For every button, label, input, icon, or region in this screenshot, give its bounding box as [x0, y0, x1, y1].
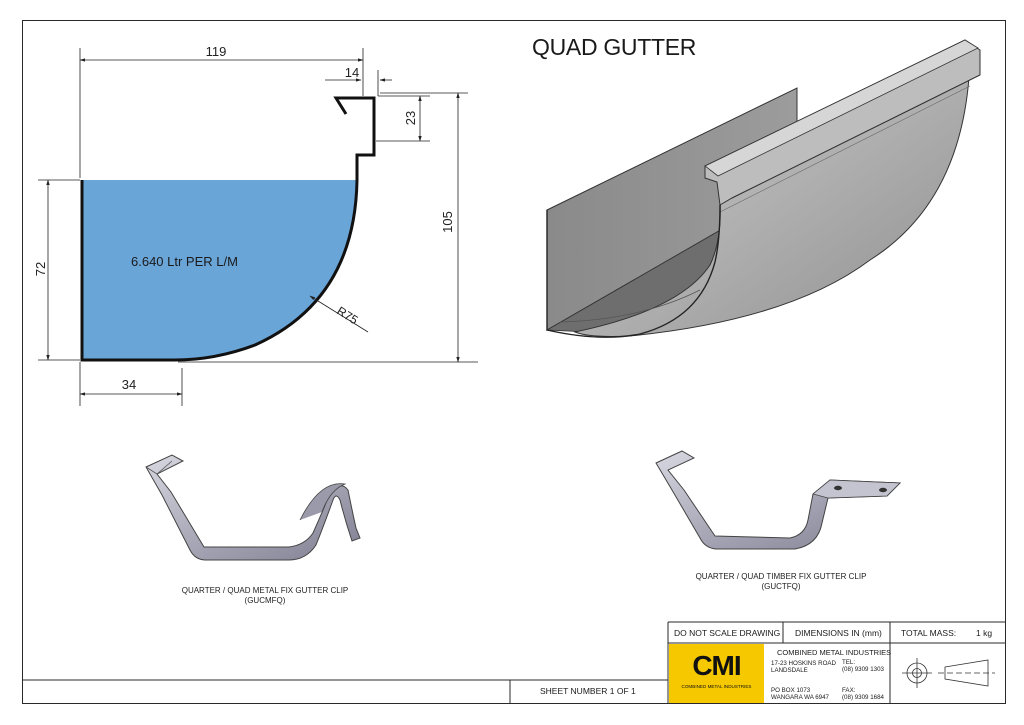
- po-box: PO BOX 1073: [771, 687, 811, 694]
- gutter-profile: [80, 96, 376, 362]
- dimensions-label: DIMENSIONS IN (mm): [795, 628, 882, 638]
- dimension-total-height: [178, 92, 478, 363]
- projection-symbol: [902, 658, 995, 688]
- dim-label-flat-base: 34: [122, 377, 136, 392]
- dimension-lip: [325, 70, 392, 96]
- cmi-logo: CMI COMBINED METAL INDUSTRIES: [669, 644, 764, 703]
- dimension-width: [79, 48, 364, 178]
- dim-label-water-height: 72: [33, 262, 48, 276]
- tel-label: TEL:: [842, 659, 856, 666]
- metal-clip-label: QUARTER / QUAD METAL FIX GUTTER CLIP: [182, 586, 349, 595]
- gutter-3d-illustration: [545, 39, 981, 338]
- drawing-sheet: [22, 20, 1006, 704]
- logo-text: CMI: [692, 650, 741, 681]
- company-name: COMBINED METAL INDUSTRIES: [777, 648, 892, 657]
- dim-label-lip-height: 23: [403, 111, 418, 125]
- drawing-title: QUAD GUTTER: [532, 34, 697, 60]
- water-fill: [82, 180, 357, 360]
- sheet-number: SHEET NUMBER 1 OF 1: [540, 686, 636, 696]
- tel-value: (08) 9309 1303: [842, 666, 884, 673]
- metal-fix-clip-illustration: [145, 454, 361, 561]
- total-mass-value: 1 kg: [976, 628, 993, 638]
- logo-subtext: COMBINED METAL INDUSTRIES: [681, 684, 752, 689]
- total-mass-label: TOTAL MASS:: [901, 628, 957, 638]
- timber-fix-clip-illustration: [655, 450, 902, 550]
- dimension-lip-height: [376, 95, 430, 142]
- title-block-frame: [22, 621, 1006, 704]
- address-line-1: 17-23 HOSKINS ROAD: [771, 660, 836, 667]
- timber-clip-code: (GUCTFQ): [761, 582, 800, 591]
- fax-label: FAX:: [842, 687, 856, 694]
- metal-clip-code: (GUCMFQ): [245, 596, 286, 605]
- profile-outline: [80, 96, 376, 362]
- dimension-water-height: [38, 179, 80, 361]
- dim-label-lip: 14: [345, 65, 359, 80]
- radius-leader: [309, 295, 369, 333]
- capacity-label: 6.640 Ltr PER L/M: [131, 254, 238, 269]
- dim-label-width: 119: [206, 44, 227, 59]
- timber-clip-label: QUARTER / QUAD TIMBER FIX GUTTER CLIP: [696, 572, 867, 581]
- fax-value: (08) 9309 1684: [842, 694, 884, 701]
- do-not-scale-label: DO NOT SCALE DRAWING: [674, 628, 781, 638]
- po-town: WANGARA WA 6947: [771, 694, 829, 701]
- dim-label-total-height: 105: [440, 211, 455, 233]
- dimension-flat-base: [79, 362, 183, 406]
- address-line-2: LANDSDALE: [771, 667, 808, 674]
- radius-label: R75: [334, 304, 360, 328]
